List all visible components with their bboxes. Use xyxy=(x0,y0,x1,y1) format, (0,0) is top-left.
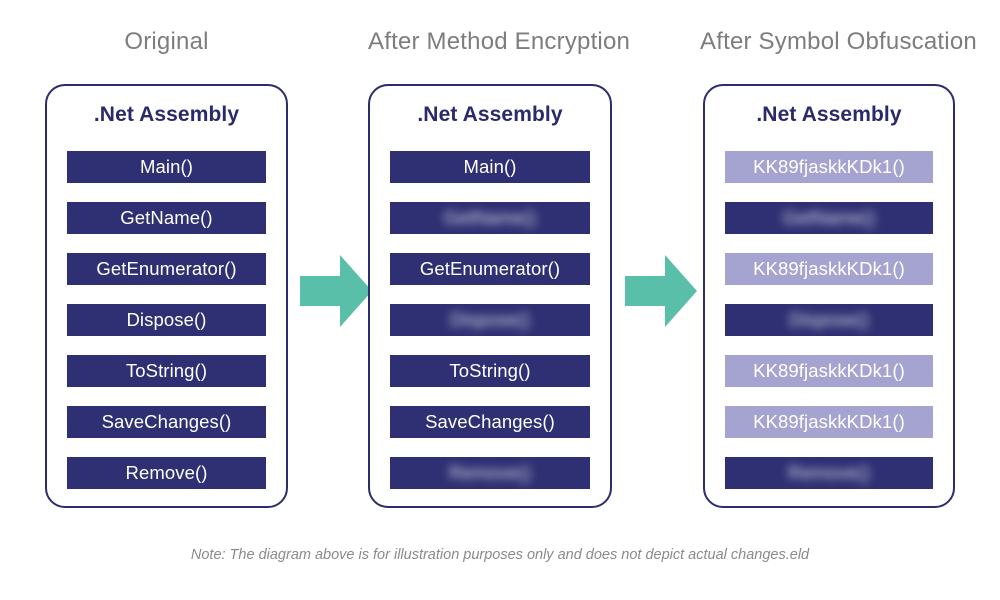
method-list: Main() GetName() GetEnumerator() Dispose… xyxy=(390,151,590,489)
method-list: Main() GetName() GetEnumerator() Dispose… xyxy=(67,151,266,489)
method-row: Dispose() xyxy=(67,304,266,336)
method-row: Remove() xyxy=(67,457,266,489)
method-label: GetEnumerator() xyxy=(419,258,561,279)
arrow-right-icon xyxy=(300,252,372,330)
method-row-obfuscated: KK89fjaskkKDk1() xyxy=(725,151,933,183)
method-label: Main() xyxy=(139,156,194,177)
method-label: GetEnumerator() xyxy=(96,258,237,279)
column-header-obfuscation: After Symbol Obfuscation xyxy=(700,28,977,55)
method-label: KK89fjaskkKDk1() xyxy=(753,411,905,432)
method-label: ToString() xyxy=(125,360,208,381)
method-row-encrypted: Dispose() xyxy=(390,304,590,336)
method-row-encrypted: Remove() xyxy=(390,457,590,489)
column-headers: Original After Method Encryption After S… xyxy=(0,28,1000,62)
method-list: KK89fjaskkKDk1() GetName() KK89fjaskkKDk… xyxy=(725,151,933,489)
method-label: Dispose() xyxy=(126,309,207,330)
method-row: GetName() xyxy=(67,202,266,234)
method-row-encrypted: GetName() xyxy=(390,202,590,234)
method-row-obfuscated: KK89fjaskkKDk1() xyxy=(725,406,933,438)
panel-title: .Net Assembly xyxy=(756,103,902,126)
method-label: Dispose() xyxy=(788,309,870,330)
method-row-encrypted: Dispose() xyxy=(725,304,933,336)
arrow-right-icon xyxy=(625,252,697,330)
method-row: SaveChanges() xyxy=(390,406,590,438)
method-label: Main() xyxy=(463,156,517,177)
column-header-original: Original xyxy=(124,28,209,55)
method-label: ToString() xyxy=(449,360,531,381)
method-label: Dispose() xyxy=(449,309,531,330)
assembly-panel-after-encryption: .Net Assembly Main() GetName() GetEnumer… xyxy=(368,84,612,508)
assembly-panel-original: .Net Assembly Main() GetName() GetEnumer… xyxy=(45,84,288,508)
method-row: GetEnumerator() xyxy=(390,253,590,285)
method-label: Remove() xyxy=(448,462,531,483)
method-row-encrypted: GetName() xyxy=(725,202,933,234)
method-label: Remove() xyxy=(787,462,870,483)
method-label: Remove() xyxy=(125,462,208,483)
method-row: GetEnumerator() xyxy=(67,253,266,285)
method-row: Main() xyxy=(67,151,266,183)
method-label: GetName() xyxy=(443,207,537,228)
method-row-obfuscated: KK89fjaskkKDk1() xyxy=(725,253,933,285)
column-header-encryption: After Method Encryption xyxy=(368,28,631,55)
method-row: ToString() xyxy=(390,355,590,387)
method-row: SaveChanges() xyxy=(67,406,266,438)
assembly-panel-after-obfuscation: .Net Assembly KK89fjaskkKDk1() GetName()… xyxy=(703,84,955,508)
method-row: ToString() xyxy=(67,355,266,387)
method-row: Main() xyxy=(390,151,590,183)
panel-title: .Net Assembly xyxy=(417,103,563,126)
footnote-note: Note: The diagram above is for illustrat… xyxy=(190,547,810,563)
method-label: GetName() xyxy=(120,207,213,228)
method-row-obfuscated: KK89fjaskkKDk1() xyxy=(725,355,933,387)
method-label: GetName() xyxy=(782,207,876,228)
panel-title: .Net Assembly xyxy=(93,103,240,126)
method-label: SaveChanges() xyxy=(425,411,555,432)
method-label: KK89fjaskkKDk1() xyxy=(753,360,905,381)
method-row-encrypted: Remove() xyxy=(725,457,933,489)
method-label: SaveChanges() xyxy=(101,411,232,432)
method-label: KK89fjaskkKDk1() xyxy=(753,258,905,279)
method-label: KK89fjaskkKDk1() xyxy=(753,156,905,177)
